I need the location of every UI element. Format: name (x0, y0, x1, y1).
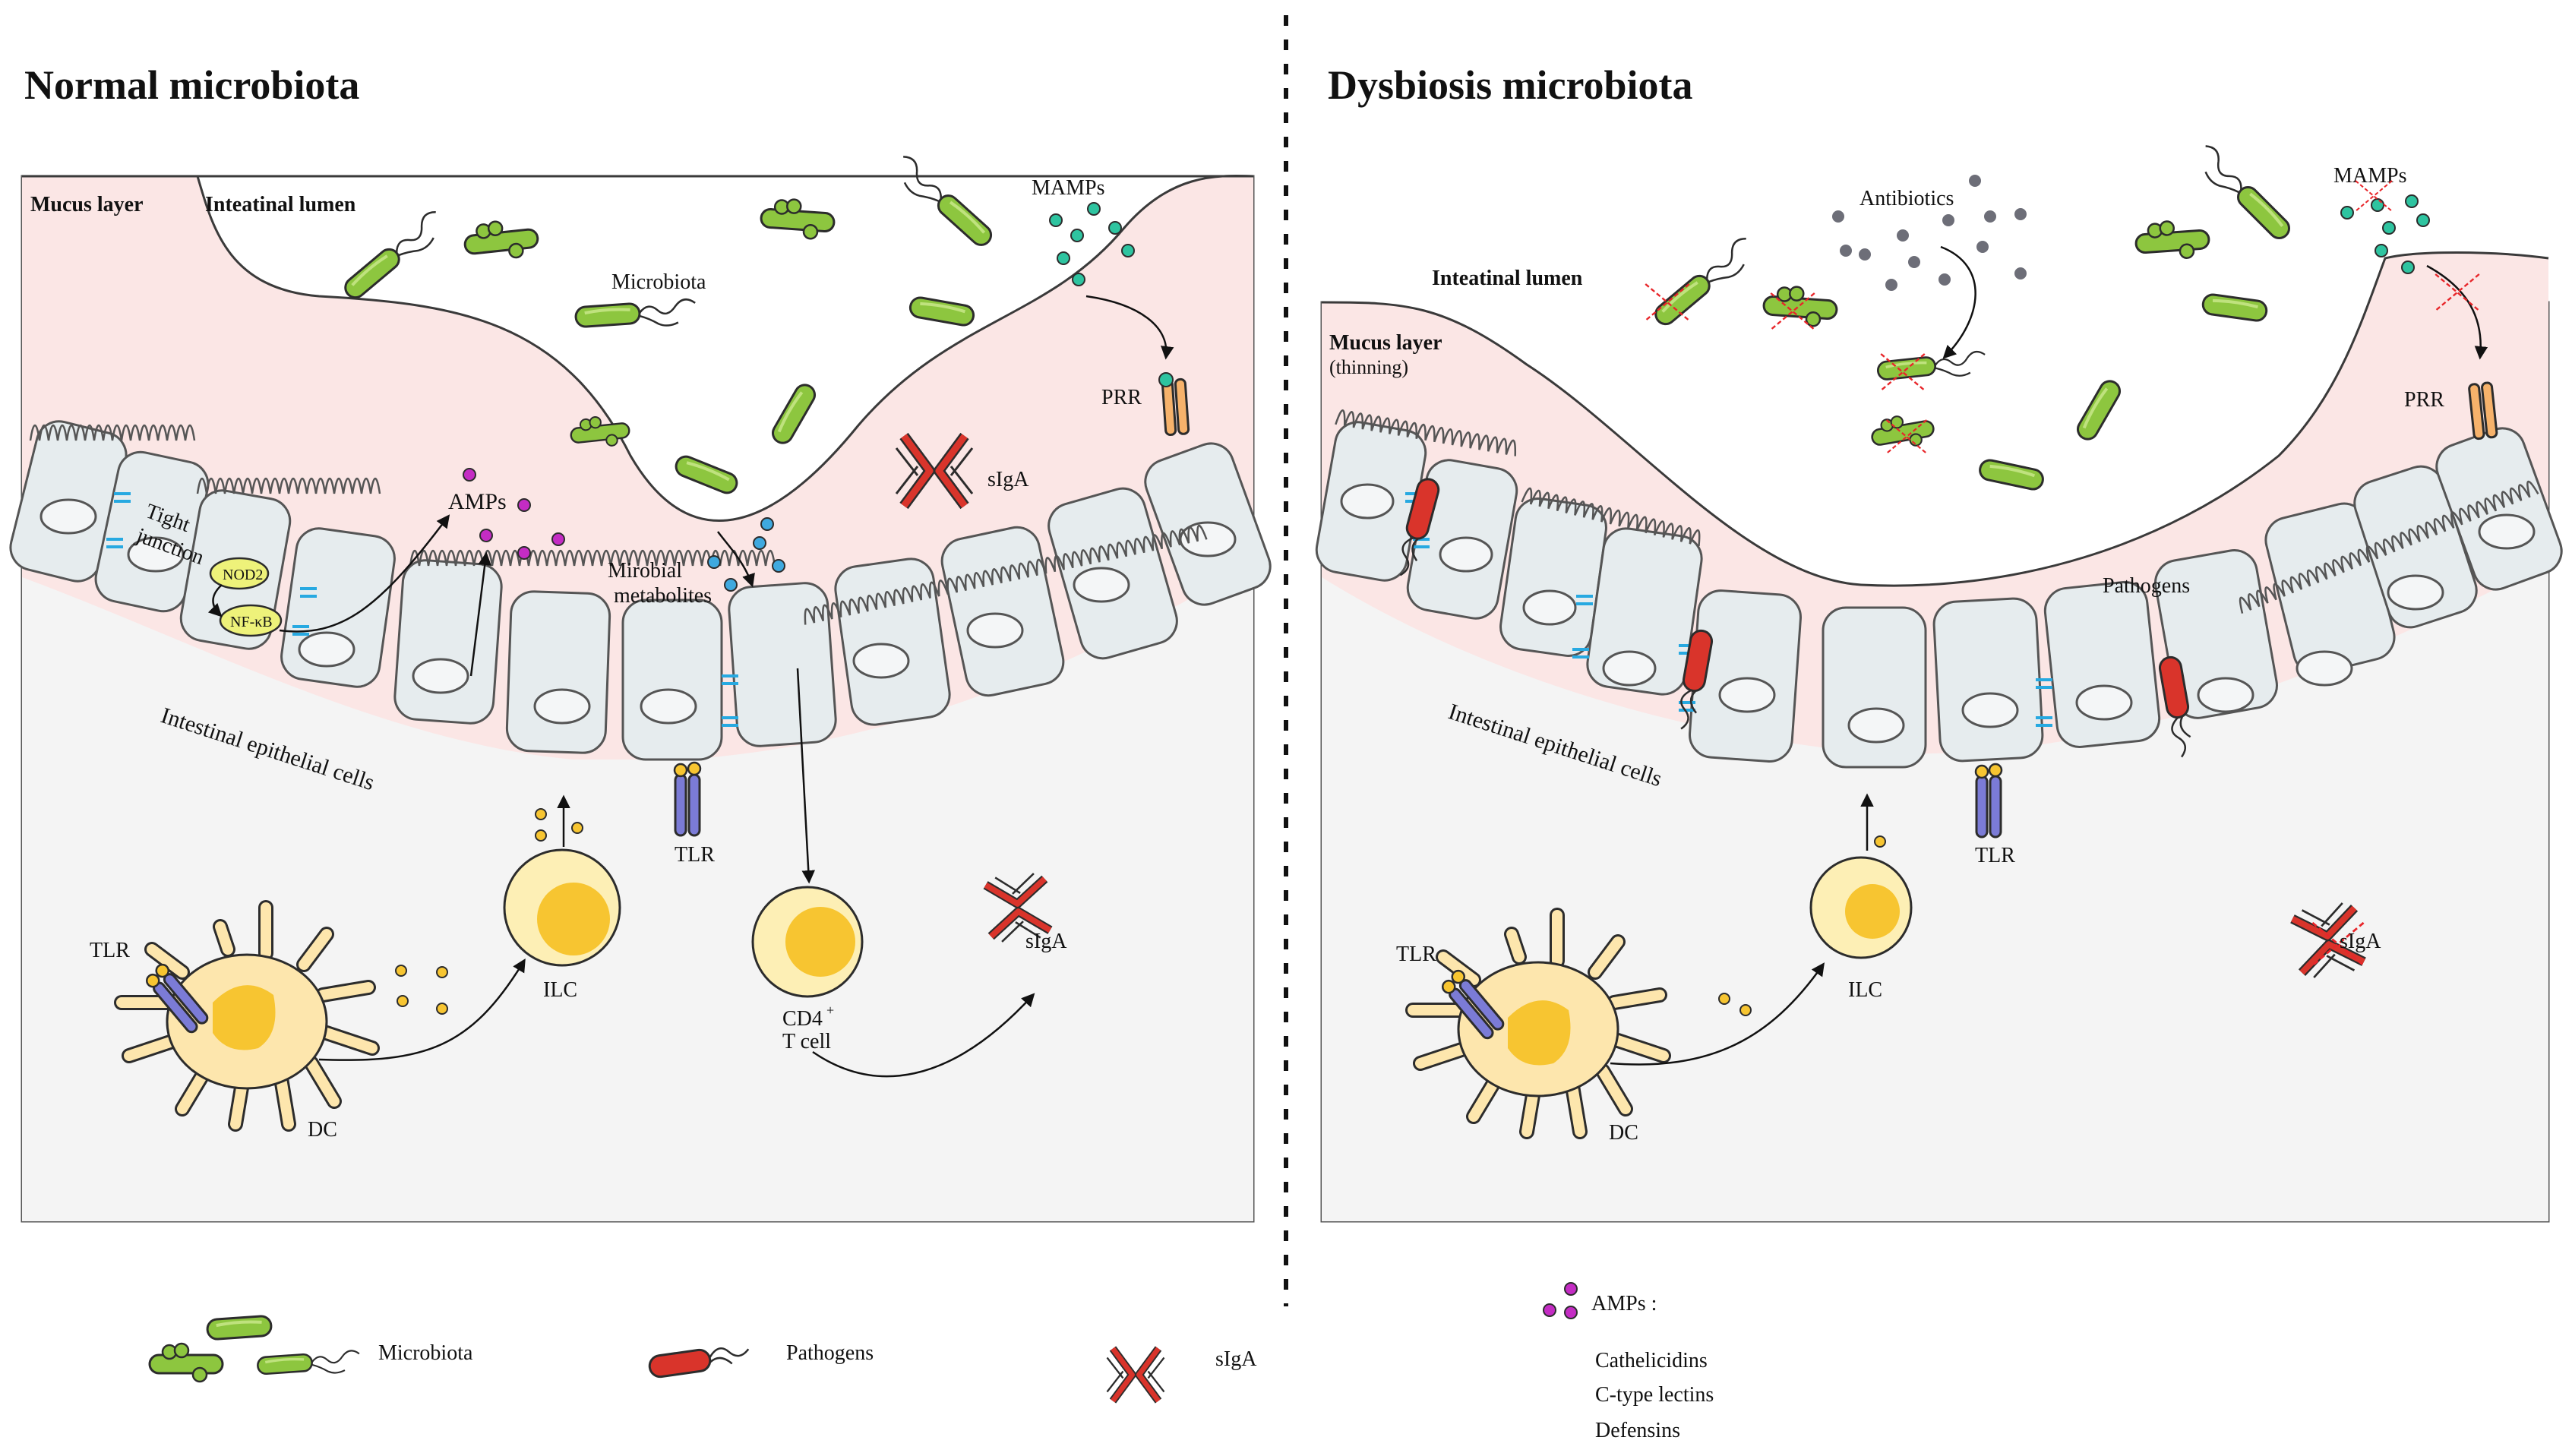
left-tlr-dc-label: TLR (90, 939, 130, 962)
nod2-to-nfkb-arrow (207, 584, 223, 617)
right-mamps-dots (2340, 194, 2430, 274)
right-microvilli-3 (2239, 480, 2539, 614)
left-metabolite-dots (707, 517, 785, 592)
left-mucus-label: Mucus layer (30, 193, 144, 216)
dc-cytokines (395, 965, 448, 1015)
t-cell-to-siga-arrow (812, 993, 1035, 1078)
left-metabolites-label-1: Mirobial (608, 559, 682, 583)
left-prr-label: PRR (1101, 386, 1142, 409)
cd4-label-1: CD4 (782, 1007, 823, 1031)
left-microbiota-label: Microbiota (611, 270, 706, 294)
left-metabolites-label-2: metabolites (614, 584, 712, 608)
legend-siga-label: sIgA (1215, 1347, 1257, 1371)
legend-siga-icon (1107, 1349, 1164, 1401)
cell-to-amps-arrow (469, 551, 491, 677)
epithelium-to-t-cell-arrow (796, 668, 815, 884)
left-mamps-dots (1049, 202, 1135, 286)
left-amps-dots (463, 468, 565, 560)
nod2-shape (209, 557, 270, 590)
legend: Microbiota Pathogens sIgA AMPs : Catheli… (148, 1282, 1714, 1442)
right-tlr-cell-label: TLR (1975, 844, 2015, 867)
left-microvilli-1 (29, 424, 196, 441)
legend-microbiota-label: Microbiota (378, 1341, 473, 1365)
ilc-cytokines (535, 808, 583, 842)
legend-pathogens-label: Pathogens (786, 1341, 874, 1365)
nfkb-shape (219, 604, 283, 637)
right-ilc-label: ILC (1848, 978, 1882, 1002)
legend-microbe-icon (255, 1348, 362, 1380)
right-siga-label: sIgA (2340, 930, 2381, 953)
right-microvilli-2 (1521, 487, 1701, 547)
nod2-label: NOD2 (223, 567, 263, 583)
left-title: Normal microbiota (24, 62, 359, 108)
left-siga-top-label: sIgA (987, 468, 1029, 491)
cd4-nucleus (785, 907, 855, 977)
left-tlr-cell-label: TLR (675, 843, 715, 867)
nfkb-to-amps-arrow (279, 514, 450, 633)
dc-to-ilc-arrow (318, 959, 526, 1061)
left-lumen (22, 174, 1254, 522)
right-nuclei (1340, 483, 2536, 744)
ilc-nucleus (1845, 884, 1900, 939)
left-mamps-label: MAMPs (1032, 176, 1104, 200)
legend-amps-dots (1543, 1282, 1578, 1319)
right-mucus-edge (1321, 251, 2549, 587)
left-mamps-arrow (1085, 295, 1174, 360)
legend-microbe-icon (205, 1314, 273, 1341)
right-mucus-label: Mucus layer (1329, 331, 1442, 355)
right-mamps-label: MAMPs (2333, 164, 2406, 188)
antibiotic-dots (1832, 175, 2027, 291)
left-tight-junctions (106, 492, 738, 727)
right-prr-label: PRR (2404, 388, 2444, 412)
left-lamina-propria (22, 562, 1253, 1221)
ilc-cytokine (1874, 835, 1886, 848)
left-microvilli-3 (409, 549, 776, 567)
right-tlr-dc-label: TLR (1396, 943, 1436, 966)
right-panel: Dysbiosis microbiota Inteatinal lumen Mu… (1315, 62, 2563, 1223)
left-ilc-label: ILC (543, 978, 577, 1002)
left-dc-label: DC (308, 1118, 337, 1142)
cd4-superscript: + (826, 1003, 834, 1018)
antibiotics-arrow (1940, 245, 1976, 359)
left-lumen-label: Inteatinal lumen (205, 193, 356, 216)
bound-mamp-icon (1158, 372, 1174, 387)
left-panel: Normal microbiota Mucus layer Inteatinal… (9, 62, 1272, 1223)
antibiotics-label: Antibiotics (1859, 187, 1954, 210)
legend-amps-item: Cathelicidins (1595, 1349, 1708, 1372)
metabolites-arrow (717, 531, 755, 588)
cd4-label-2: T cell (782, 1030, 831, 1053)
legend-pathogen-icon (646, 1341, 752, 1379)
dendritic-cell (114, 900, 380, 1132)
legend-amps-title: AMPs : (1591, 1292, 1657, 1315)
dc-to-ilc-arrow (1610, 962, 1825, 1066)
right-dc-label: DC (1609, 1121, 1638, 1145)
dc-cytokines (1718, 993, 1752, 1016)
right-mucus-sub-label: (thinning) (1329, 356, 1408, 378)
legend-amps-item: Defensins (1595, 1419, 1680, 1442)
nfkb-label: NF-κB (230, 614, 273, 630)
ilc-nucleus (537, 883, 610, 955)
legend-amps-item: C-type lectins (1595, 1383, 1714, 1407)
right-mamps-arrow (2426, 264, 2488, 360)
dendritic-cell (1405, 908, 1671, 1139)
left-microvilli-2 (196, 477, 381, 494)
left-microvilli-4 (804, 524, 1208, 625)
right-microvilli-1 (1335, 409, 1516, 456)
left-amps-label: AMPs (448, 489, 507, 514)
right-title: Dysbiosis microbiota (1328, 62, 1693, 108)
left-siga-bottom-label: sIgA (1025, 930, 1067, 953)
legend-microbe-icon (148, 1342, 224, 1383)
right-lumen-label: Inteatinal lumen (1432, 267, 1583, 290)
pathogens-label: Pathogens (2103, 574, 2190, 598)
right-lamina-propria (1322, 562, 2548, 1221)
